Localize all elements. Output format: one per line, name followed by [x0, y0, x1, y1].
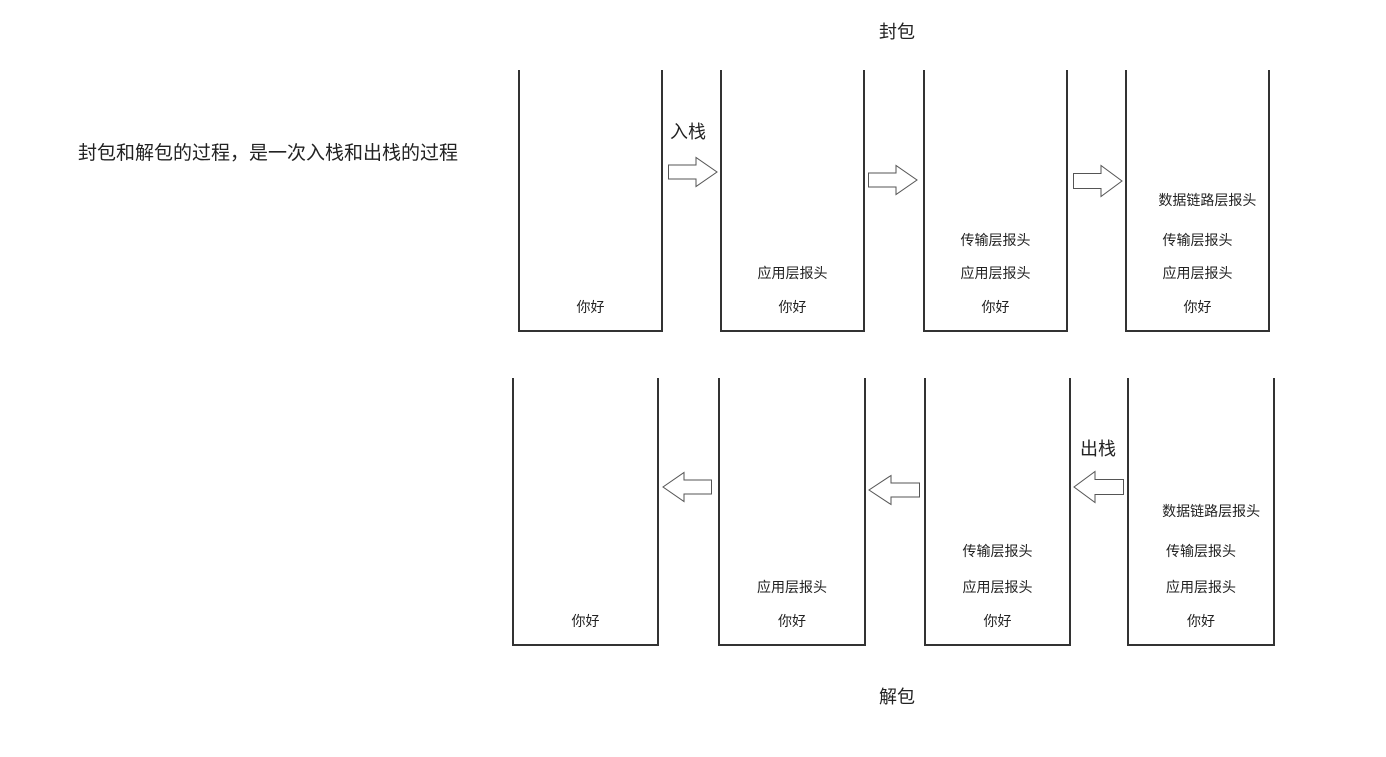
diagram-caption: 封包和解包的过程，是一次入栈和出栈的过程: [78, 142, 459, 164]
stack-layer: 你好: [1183, 300, 1212, 316]
stack-layer: 传输层报头: [962, 544, 1033, 560]
stack-layer: 你好: [981, 300, 1010, 316]
decapsulation-title: 解包: [879, 687, 915, 708]
stack-layer: 应用层报头: [960, 266, 1031, 282]
stack-layer: 应用层报头: [1166, 580, 1236, 596]
right-arrow-icon: [868, 164, 918, 196]
stack-layer: 传输层报头: [960, 233, 1031, 249]
encapsulation-stack-4: 数据链路层报头 传输层报头 应用层报头 你好: [1125, 70, 1270, 332]
stack-layer: 你好: [1187, 614, 1215, 630]
stack-layer: 应用层报头: [962, 580, 1033, 596]
stack-layer: 应用层报头: [1162, 266, 1233, 282]
stack-layer: 你好: [778, 300, 807, 316]
stack-layer: 传输层报头: [1162, 233, 1233, 249]
stack-layer: 你好: [571, 614, 600, 630]
push-label: 入栈: [670, 122, 706, 143]
decapsulation-stack-3: 传输层报头 应用层报头 你好: [924, 378, 1071, 646]
stack-layer: 你好: [778, 614, 806, 630]
stack-layer: 你好: [983, 614, 1012, 630]
decapsulation-stack-4: 数据链路层报头 传输层报头 应用层报头 你好: [1127, 378, 1275, 646]
left-arrow-icon: [868, 474, 920, 506]
right-arrow-icon: [1073, 164, 1123, 198]
encapsulation-title: 封包: [879, 22, 915, 43]
stack-layer: 数据链路层报头: [1162, 504, 1261, 520]
right-arrow-icon: [668, 156, 718, 188]
encapsulation-stack-3: 传输层报头 应用层报头 你好: [923, 70, 1068, 332]
left-arrow-icon: [662, 471, 712, 503]
stack-layer: 应用层报头: [757, 266, 828, 282]
encapsulation-stack-2: 应用层报头 你好: [720, 70, 865, 332]
stack-layer: 传输层报头: [1166, 544, 1236, 560]
decapsulation-stack-1: 你好: [512, 378, 659, 646]
encapsulation-stack-1: 你好: [518, 70, 663, 332]
left-arrow-icon: [1073, 470, 1124, 504]
stack-layer: 数据链路层报头: [1158, 193, 1257, 209]
stack-layer: 应用层报头: [757, 580, 827, 596]
decapsulation-stack-2: 应用层报头 你好: [718, 378, 866, 646]
stack-layer: 你好: [576, 300, 605, 316]
pop-label: 出栈: [1080, 439, 1116, 460]
